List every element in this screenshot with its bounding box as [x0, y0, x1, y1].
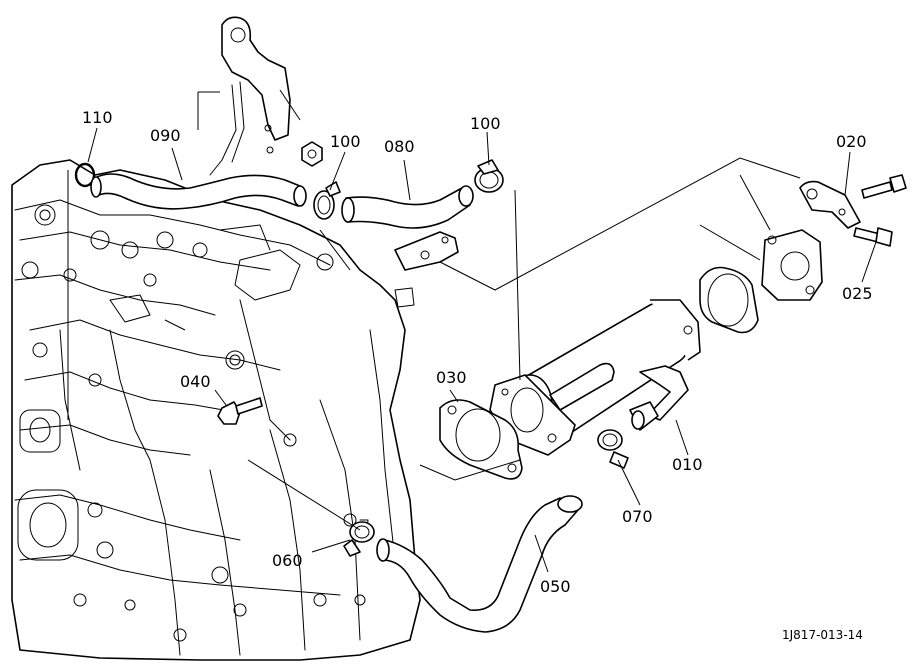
- callout-100-upper-left: 100: [330, 132, 361, 151]
- nut: [301, 141, 323, 167]
- callout-020: 020: [836, 132, 867, 151]
- hose-clamp-070: [597, 429, 629, 469]
- mounting-flange: [761, 229, 823, 301]
- bolt-025: [853, 227, 893, 247]
- bracket-020: [799, 180, 861, 229]
- hose-090: [90, 173, 307, 210]
- gasket-030: [439, 399, 523, 480]
- figure-id: 1J817-013-14: [782, 628, 863, 642]
- callout-060: 060: [272, 551, 303, 570]
- engine-block: [11, 159, 421, 661]
- callout-040: 040: [180, 372, 211, 391]
- hose-050: [376, 495, 583, 633]
- callout-070: 070: [622, 507, 653, 526]
- egr-cooler-010: [489, 299, 701, 456]
- callout-025: 025: [842, 284, 873, 303]
- hose-clamp-100b: [474, 159, 504, 193]
- callout-leaders: [87, 127, 877, 573]
- callout-080: 080: [384, 137, 415, 156]
- assembly-lines: [67, 89, 801, 531]
- bolt-040: [217, 397, 263, 425]
- callout-100-upper-right: 100: [470, 114, 501, 133]
- callout-110: 110: [82, 108, 113, 127]
- callout-050: 050: [540, 577, 571, 596]
- gasket-right: [699, 266, 759, 334]
- callout-030: 030: [436, 368, 467, 387]
- mounting-bracket: [209, 16, 291, 176]
- pipe-flange: [394, 231, 459, 271]
- callout-labels: 110 090 100 080 100 020 025 030 040 010 …: [82, 108, 873, 642]
- hose-080: [341, 185, 474, 229]
- hose-clamp-100a: [313, 181, 341, 220]
- hose-clamp-060: [343, 521, 375, 557]
- callout-010: 010: [672, 455, 703, 474]
- o-ring: [74, 162, 96, 188]
- callout-090: 090: [150, 126, 181, 145]
- bolt-020: [861, 174, 907, 199]
